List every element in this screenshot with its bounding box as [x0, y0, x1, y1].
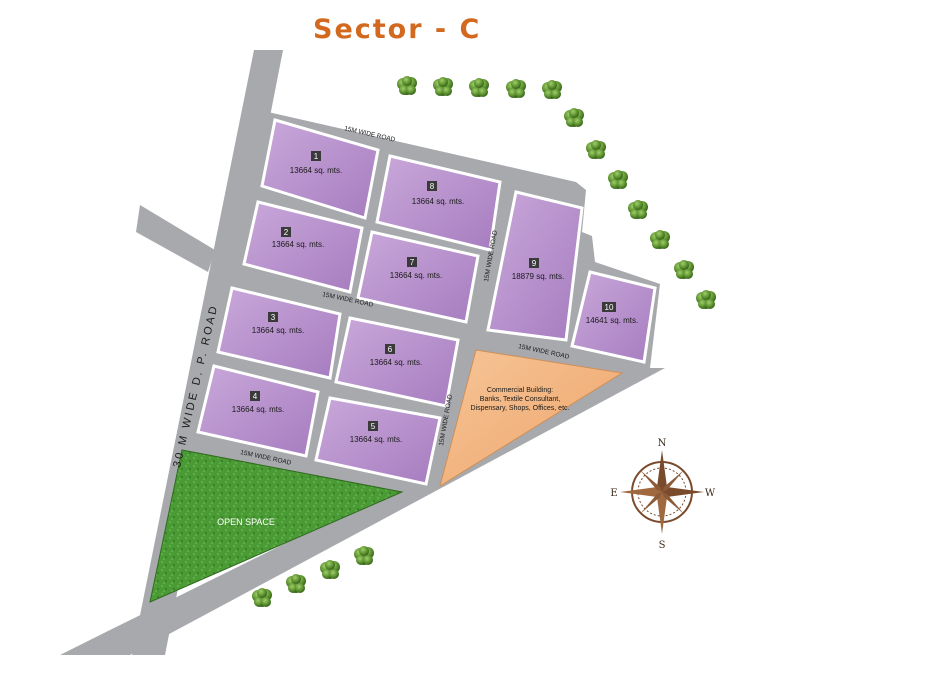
plot-9-area: 18879 sq. mts.: [512, 272, 564, 281]
tree-icon: [586, 140, 606, 159]
trees: [252, 76, 716, 607]
plot-8-number: 8: [430, 182, 435, 191]
tree-icon: [608, 170, 628, 189]
plot-9-number: 9: [532, 259, 537, 268]
plot-10-area: 14641 sq. mts.: [586, 316, 638, 325]
plot-10-badge: [602, 302, 616, 312]
plot-7-badge: [407, 257, 417, 267]
plot-2-number: 2: [284, 228, 289, 237]
sector-title: Sector - C: [313, 14, 482, 45]
plot-3-badge: [268, 312, 278, 322]
plot-10[interactable]: [570, 270, 657, 364]
compass-needle-e: [620, 487, 662, 497]
tree-icon: [433, 77, 453, 96]
commercial-line-3: Dispensary, Shops, Offices, etc.: [471, 405, 570, 412]
compass-needle-n: [657, 450, 667, 492]
plot-4-area: 13664 sq. mts.: [232, 405, 284, 414]
plot-5[interactable]: [314, 396, 442, 486]
plot-5-badge: [368, 421, 378, 431]
compass-rose: N S E W: [610, 438, 716, 551]
tree-icon: [564, 108, 584, 127]
compass-needle-ne: [662, 470, 684, 492]
plot-6-area: 13664 sq. mts.: [370, 358, 422, 367]
plots: [196, 118, 657, 486]
compass-needle-s: [657, 492, 667, 534]
tree-icon: [650, 230, 670, 249]
plot-8[interactable]: [375, 154, 502, 252]
plot-7[interactable]: [356, 230, 480, 324]
commercial-label: Commercial Building: Banks, Textile Cons…: [471, 387, 570, 412]
compass-needle-nw: [640, 470, 662, 492]
tree-icon: [286, 574, 306, 593]
tree-icon: [696, 290, 716, 309]
plot-6-badge: [385, 344, 395, 354]
plot-4[interactable]: [196, 364, 320, 458]
plot-8-badge: [427, 181, 437, 191]
plot-7-number: 7: [410, 258, 415, 267]
commercial-line-2: Banks, Textile Consultant,: [480, 396, 560, 403]
tree-icon: [469, 78, 489, 97]
commercial-area: [439, 349, 624, 488]
plot-3[interactable]: [216, 286, 342, 380]
plot-labels: 1 13664 sq. mts. 2 13664 sq. mts. 3 1366…: [232, 151, 638, 444]
plot-8-area: 13664 sq. mts.: [412, 197, 464, 206]
tree-icon: [542, 80, 562, 99]
plot-6-number: 6: [388, 345, 393, 354]
tree-icon: [252, 588, 272, 607]
tree-icon: [397, 76, 417, 95]
plot-9-badge: [529, 258, 539, 268]
compass-needle-w: [662, 487, 704, 497]
compass-needle-sw: [640, 492, 662, 514]
tree-icon: [674, 260, 694, 279]
compass-needle-se: [662, 492, 684, 514]
plot-4-badge: [250, 391, 260, 401]
tree-icon: [354, 546, 374, 565]
plot-1[interactable]: [260, 118, 380, 220]
plot-7-area: 13664 sq. mts.: [390, 271, 442, 280]
compass-s: S: [659, 540, 666, 551]
plot-2-area: 13664 sq. mts.: [272, 240, 324, 249]
plot-5-number: 5: [371, 422, 376, 431]
open-space-label: OPEN SPACE: [217, 517, 275, 527]
open-space-area: [149, 449, 404, 603]
plot-4-number: 4: [253, 392, 258, 401]
tree-icon: [320, 560, 340, 579]
plot-1-number: 1: [314, 152, 319, 161]
plot-10-number: 10: [605, 303, 614, 312]
plot-1-area: 13664 sq. mts.: [290, 166, 342, 175]
compass-w: W: [705, 488, 716, 499]
plot-1-badge: [311, 151, 321, 161]
compass-e: E: [610, 488, 617, 499]
tree-icon: [628, 200, 648, 219]
commercial-line-1: Commercial Building:: [487, 387, 553, 394]
plot-5-area: 13664 sq. mts.: [350, 435, 402, 444]
plot-2-badge: [281, 227, 291, 237]
plot-2[interactable]: [242, 200, 364, 294]
tree-icon: [506, 79, 526, 98]
plot-3-number: 3: [271, 313, 276, 322]
plot-6[interactable]: [334, 316, 460, 408]
plot-3-area: 13664 sq. mts.: [252, 326, 304, 335]
road-left-spur: [136, 205, 215, 272]
compass-n: N: [658, 438, 667, 449]
